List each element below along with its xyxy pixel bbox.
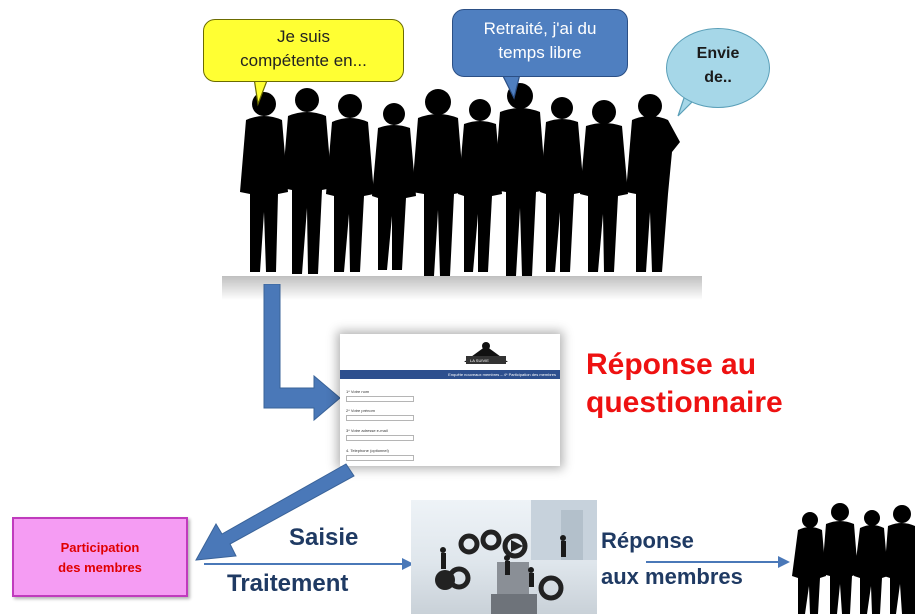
bubble-tail-blue [501, 74, 521, 100]
form-field-email [346, 435, 414, 441]
form-question-1: 1* Votre nom [346, 389, 370, 394]
form-field-prenom [346, 415, 414, 421]
speech-bubble-retraite: Retraité, j'ai du temps libre [452, 9, 628, 77]
reponse-membres-label: Réponse aux membres [601, 523, 743, 595]
form-question-2: 2* Votre prénom [346, 408, 375, 413]
bubble-cyan-line-2: de.. [704, 69, 732, 86]
questionnaire-title-line-2: questionnaire [586, 386, 783, 419]
questionnaire-title: Réponse au questionnaire [586, 346, 783, 422]
reponse-membres-line-1: Réponse [601, 528, 694, 553]
gears-teamwork-image [411, 500, 597, 614]
questionnaire-form-image: LA SUIVIE Enquête nouveaux membres – 4* … [340, 334, 560, 466]
form-logo-icon [464, 342, 508, 364]
form-question-3: 3* Votre adresse e-mail [346, 428, 388, 433]
bubble-tail-yellow [253, 78, 269, 107]
crowd-silhouette-icon [222, 83, 702, 300]
bubble-cyan-line-1: Envie [696, 45, 740, 62]
reponse-membres-line-2: aux membres [601, 564, 743, 589]
members-silhouette-icon [792, 503, 915, 614]
arrow-to-members-icon [646, 556, 790, 568]
participation-line-1: Participation [60, 540, 140, 555]
form-logo-text: LA SUIVIE [470, 358, 489, 363]
participation-line-2: des membres [58, 560, 142, 575]
bubble-blue-line-1: Retraité, j'ai du [483, 19, 597, 38]
form-field-nom [346, 396, 414, 402]
participation-box: Participation des membres [12, 517, 188, 597]
bubble-yellow-line-2: compétente en... [240, 51, 367, 70]
traitement-label: Traitement [227, 570, 349, 597]
questionnaire-title-line-1: Réponse au [586, 348, 757, 381]
form-banner: Enquête nouveaux membres – 4* Participat… [340, 370, 560, 379]
form-question-4: 4. Telephone (optionnel) [346, 448, 389, 453]
bubble-blue-line-2: temps libre [498, 43, 582, 62]
speech-bubble-competence: Je suis compétente en... [203, 19, 404, 82]
form-field-telephone [346, 455, 414, 461]
arrow-to-participation-icon [195, 463, 355, 561]
saisie-label: Saisie [289, 524, 359, 551]
arrow-to-questionnaire-icon [263, 284, 341, 422]
form-header: LA SUIVIE [340, 334, 560, 370]
speech-bubble-envie: Envie de.. [666, 28, 770, 108]
arrow-to-processing-icon [204, 558, 414, 570]
bubble-yellow-line-1: Je suis [277, 27, 330, 46]
gears-icon [435, 500, 597, 614]
